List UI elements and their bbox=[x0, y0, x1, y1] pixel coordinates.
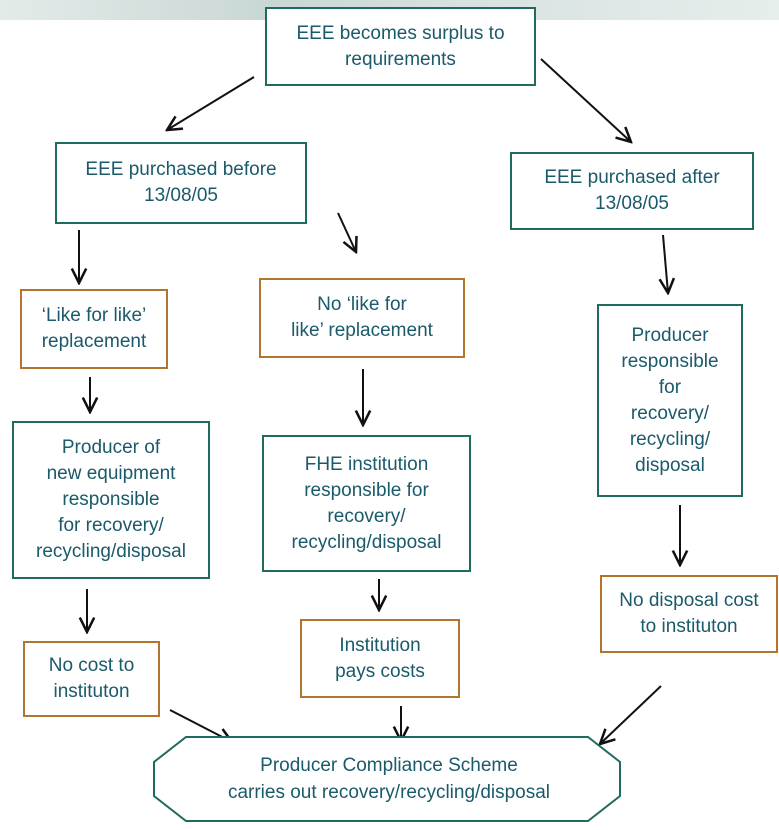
node-like-for-like: ‘Like for like’ replacement bbox=[20, 289, 168, 369]
node-no-cost: No cost to instituton bbox=[23, 641, 160, 717]
node-no-disposal-cost: No disposal cost to instituton bbox=[600, 575, 778, 653]
scheme-octagon bbox=[153, 736, 621, 822]
node-eee-surplus: EEE becomes surplus to requirements bbox=[265, 7, 536, 86]
node-fhe-institution: FHE institution responsible for recovery… bbox=[262, 435, 471, 572]
arrow-surplus-to-after bbox=[540, 58, 631, 142]
node-purchased-before: EEE purchased before 13/08/05 bbox=[55, 142, 307, 224]
node-institution-pays: Institution pays costs bbox=[300, 619, 460, 698]
arrow-before-to-nolike bbox=[337, 212, 356, 252]
node-producer-new-equipment: Producer of new equipment responsible fo… bbox=[12, 421, 210, 579]
arrow-surplus-to-before bbox=[167, 76, 255, 130]
arrow-nodisposal-to-scheme bbox=[600, 685, 662, 744]
node-compliance-scheme-label: Producer Compliance Scheme carries out r… bbox=[227, 755, 551, 803]
arrow-after-to-producer bbox=[663, 234, 668, 293]
node-producer-responsible: Producer responsible for recovery/ recyc… bbox=[597, 304, 743, 497]
node-no-like-for-like: No ‘like for like’ replacement bbox=[259, 278, 465, 358]
node-purchased-after: EEE purchased after 13/08/05 bbox=[510, 152, 754, 230]
